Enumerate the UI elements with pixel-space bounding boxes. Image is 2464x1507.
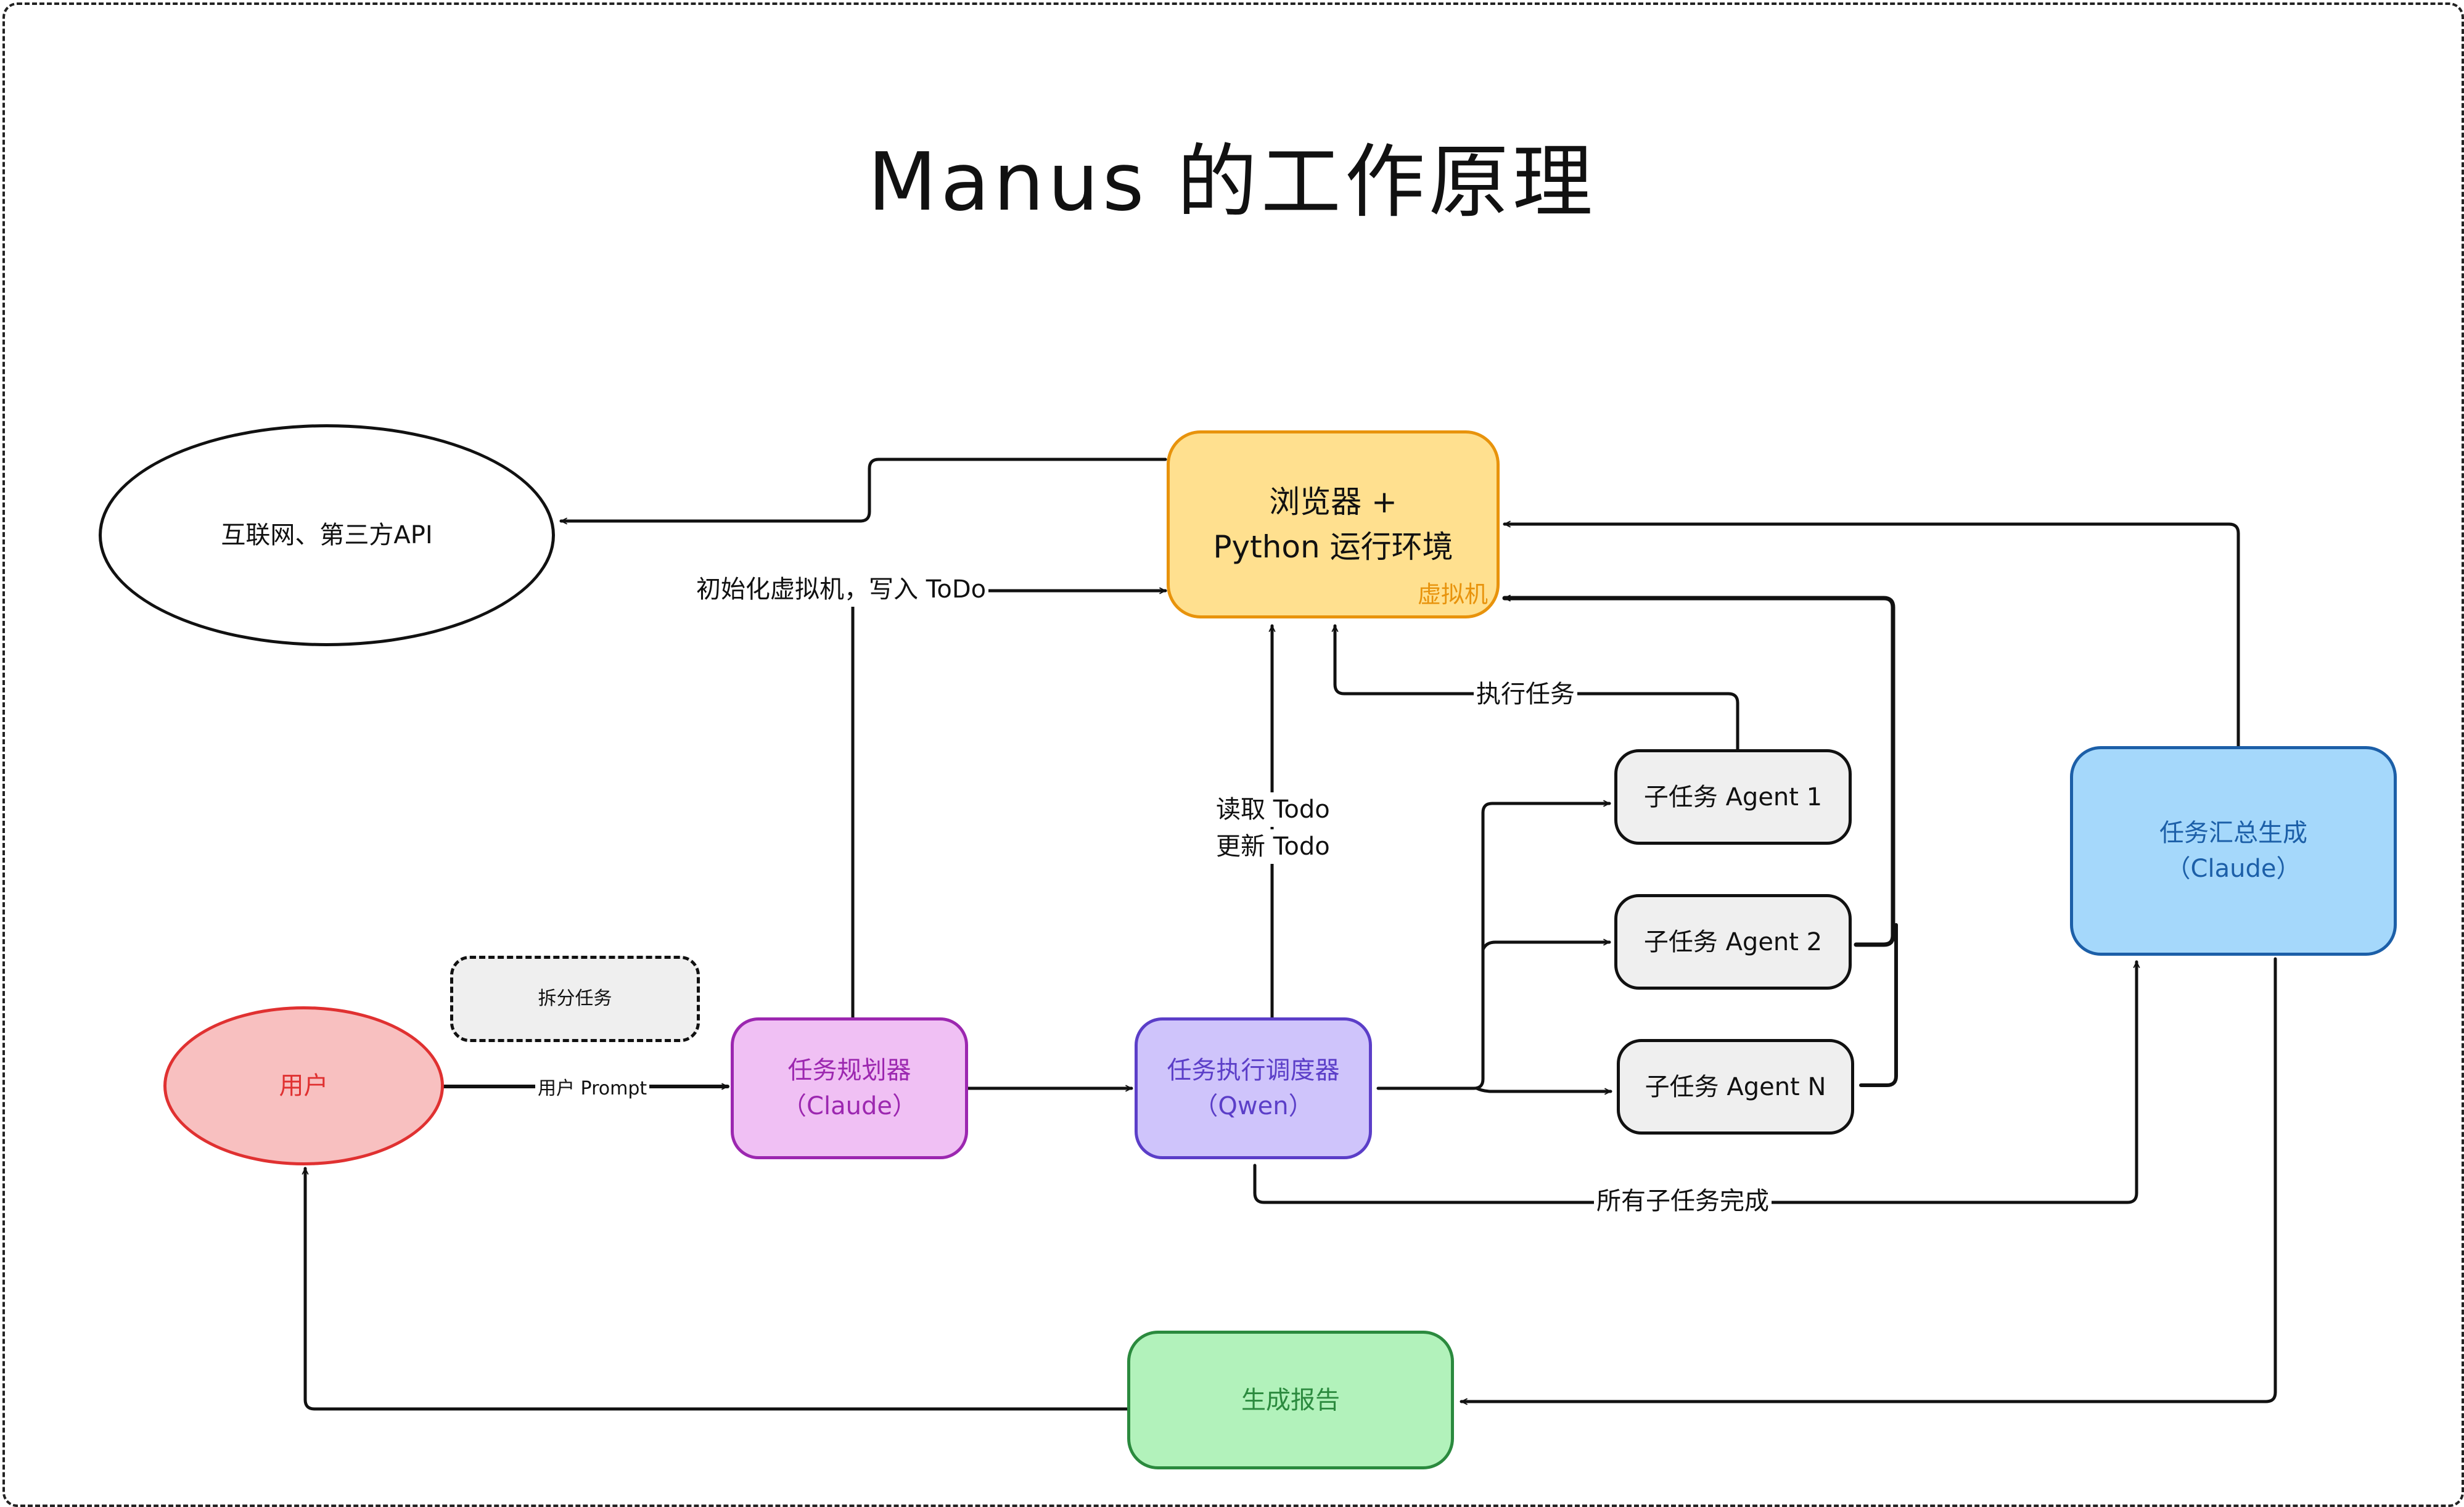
agent-1-label: 子任务 Agent 1: [1643, 782, 1823, 811]
edge-fanout-agent2: [1481, 942, 1611, 951]
edge-label-exec-task: 执行任务: [1474, 677, 1577, 712]
summary-node: 任务汇总生成 （Claude）: [2070, 746, 2397, 956]
summary-line1: 任务汇总生成: [2159, 819, 2307, 847]
edge-fanout-agentN: [1475, 1086, 1612, 1091]
split-task-note: 拆分任务: [450, 956, 700, 1042]
edge-agentN-join: [1859, 923, 1898, 1087]
agent-n-label: 子任务 Agent N: [1645, 1072, 1826, 1101]
scheduler-line1: 任务执行调度器: [1167, 1056, 1340, 1085]
edge-label-user-prompt: 用户 Prompt: [535, 1076, 650, 1102]
edge-summary-to-vm: [1503, 524, 2240, 748]
planner-line1: 任务规划器: [787, 1056, 911, 1085]
edge-report-to-user: [305, 1167, 1130, 1411]
agent-2-node: 子任务 Agent 2: [1614, 894, 1852, 990]
planner-node: 任务规划器 （Claude）: [731, 1017, 968, 1159]
edge-summary-to-report: [1460, 957, 2277, 1402]
planner-line2: （Claude）: [782, 1092, 917, 1120]
edge-label-all-done: 所有子任务完成: [1594, 1184, 1772, 1218]
agent-2-label: 子任务 Agent 2: [1643, 927, 1823, 956]
scheduler-node: 任务执行调度器 （Qwen）: [1135, 1017, 1372, 1159]
report-node: 生成报告: [1127, 1331, 1454, 1469]
vm-node: 浏览器 + Python 运行环境 虚拟机: [1167, 430, 1500, 618]
agent-1-node: 子任务 Agent 1: [1614, 749, 1852, 845]
edge-planner-to-vm: [851, 591, 1167, 1022]
edge-label-update-todo: 更新 Todo: [1214, 829, 1333, 864]
scheduler-line2: （Qwen）: [1193, 1092, 1313, 1120]
user-node: 用户: [163, 1006, 444, 1165]
edge-label-init-vm: 初始化虚拟机，写入 ToDo: [694, 572, 989, 607]
vm-line2: Python 运行环境: [1213, 528, 1453, 565]
vm-tag: 虚拟机: [1417, 580, 1488, 608]
vm-line1: 浏览器 +: [1269, 484, 1397, 520]
summary-line2: （Claude）: [2166, 855, 2301, 883]
edge-vm-to-internet: [559, 458, 1167, 521]
internet-api-label: 互联网、第三方API: [221, 521, 433, 549]
edge-label-read-todo: 读取 Todo: [1214, 792, 1333, 827]
edge-scheduler-fanout: [1376, 803, 1611, 1090]
user-label: 用户: [279, 1072, 329, 1100]
edge-agents-to-vm: [1502, 598, 1895, 947]
internet-api-node: 互联网、第三方API: [99, 424, 555, 646]
split-task-label: 拆分任务: [538, 988, 612, 1010]
diagram-title: Manus 的工作原理: [868, 135, 1596, 229]
report-label: 生成报告: [1241, 1386, 1340, 1415]
agent-n-node: 子任务 Agent N: [1617, 1039, 1854, 1135]
